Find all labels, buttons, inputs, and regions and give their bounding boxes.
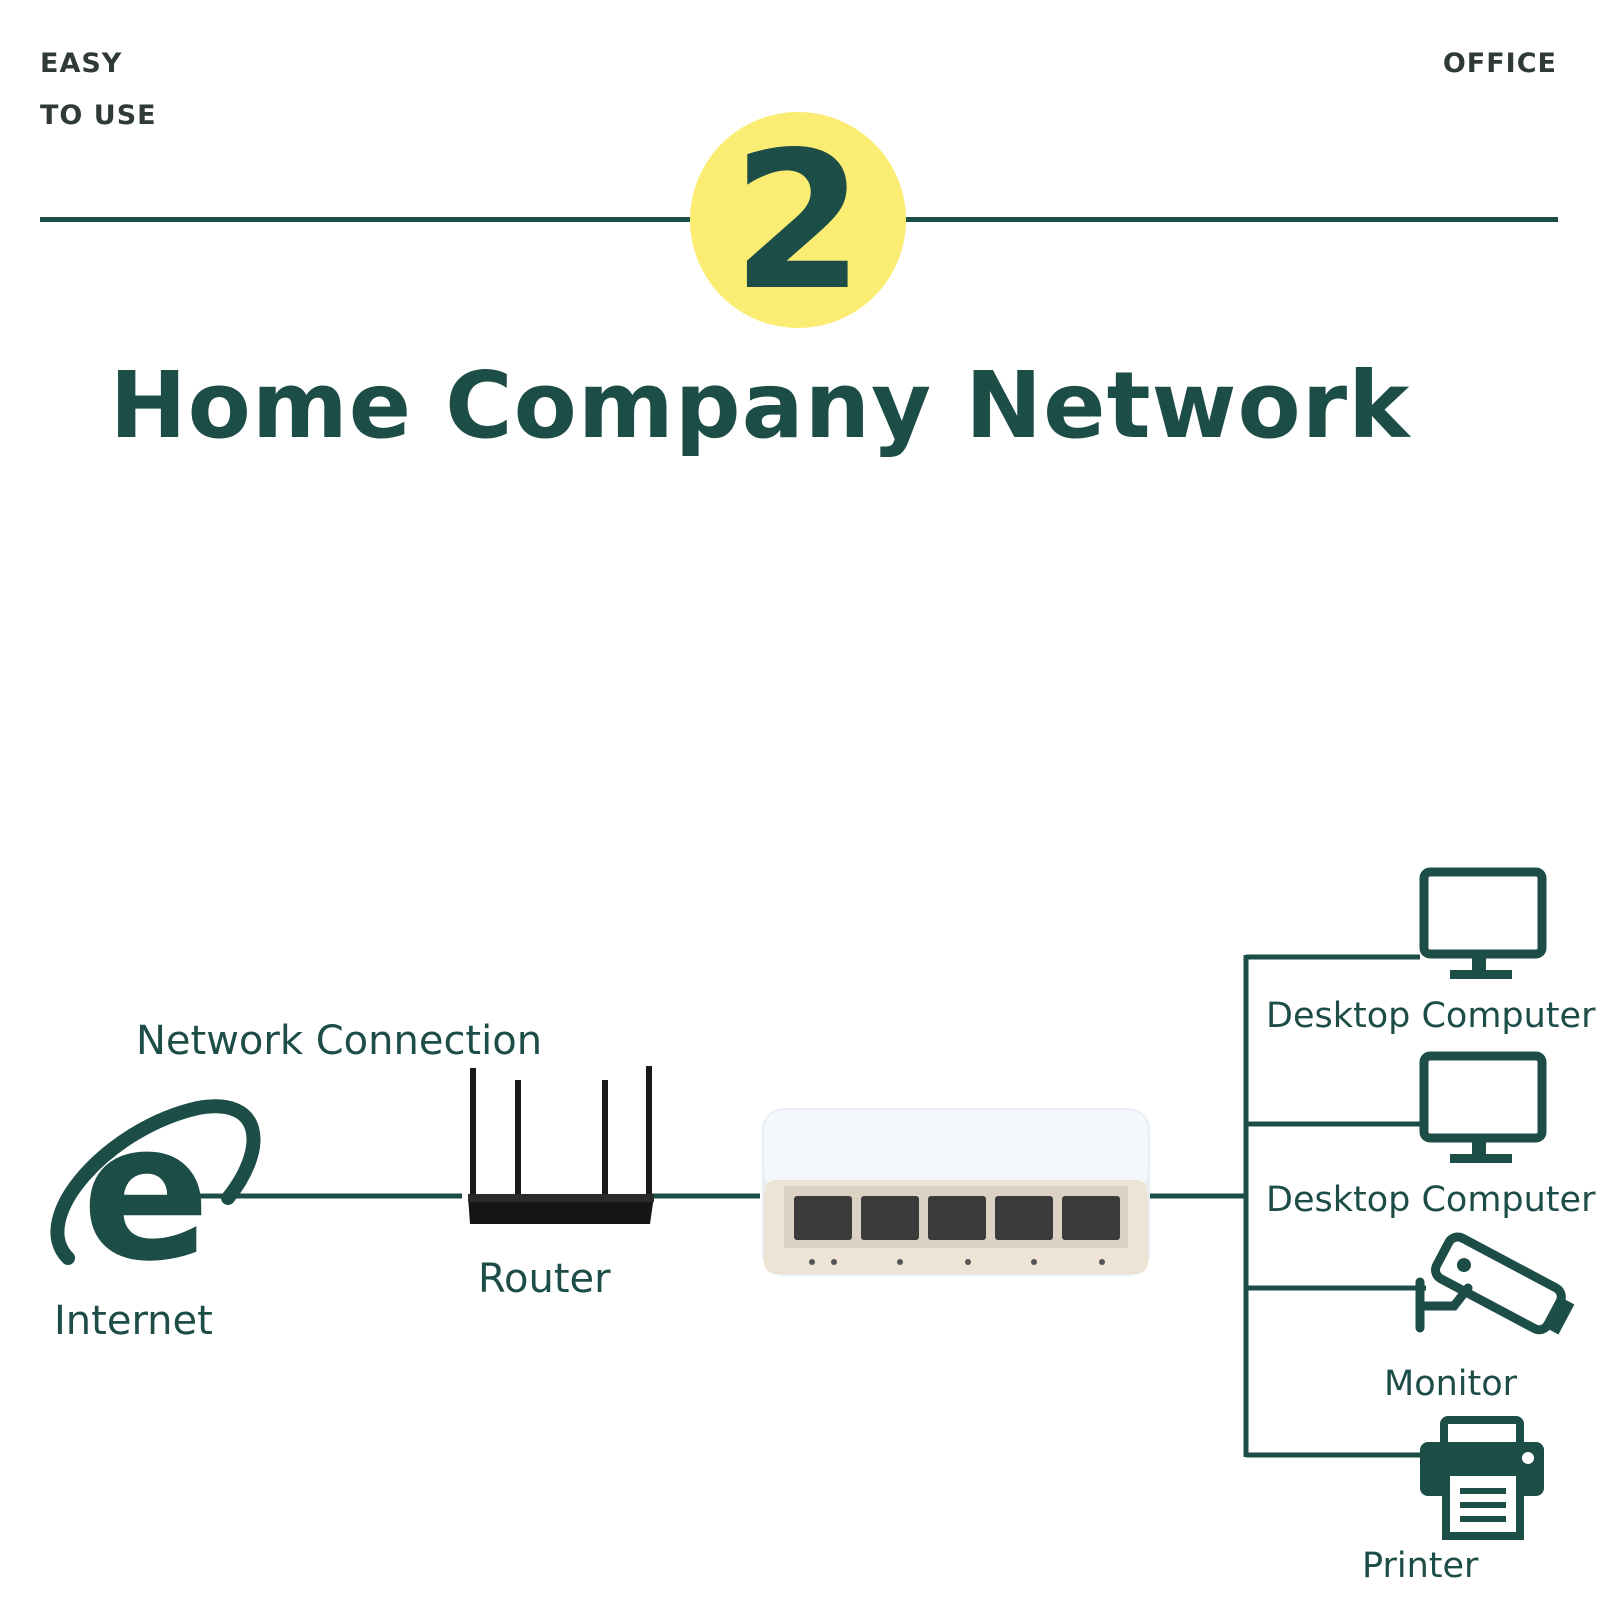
desktop-monitor-icon bbox=[1419, 867, 1547, 979]
header-rule-left bbox=[40, 217, 700, 222]
connection-lines bbox=[200, 954, 1426, 1458]
internet-label: Internet bbox=[54, 1298, 213, 1344]
svg-text:e: e bbox=[82, 1082, 211, 1303]
page-title: Home Company Network bbox=[109, 352, 1411, 459]
to-use-text: TO USE bbox=[40, 100, 157, 131]
desktop-monitor-icon bbox=[1419, 1051, 1547, 1163]
easy-to-use-label: EASY TO USE bbox=[40, 38, 157, 142]
office-label: OFFICE bbox=[1442, 48, 1557, 79]
router-label: Router bbox=[478, 1256, 611, 1302]
network-switch-icon bbox=[762, 1108, 1150, 1276]
easy-text: EASY bbox=[40, 48, 123, 79]
step-number: 2 bbox=[731, 111, 865, 332]
internet-explorer-icon: e bbox=[50, 1082, 261, 1303]
router-icon bbox=[468, 1066, 654, 1224]
header-rule-right bbox=[902, 217, 1558, 222]
printer-icon bbox=[1420, 1416, 1544, 1540]
desktop-computer-label-1: Desktop Computer bbox=[1266, 996, 1596, 1036]
desktop-computer-label-2: Desktop Computer bbox=[1266, 1180, 1596, 1220]
printer-label: Printer bbox=[1362, 1546, 1479, 1586]
security-camera-icon bbox=[1415, 1232, 1575, 1335]
monitor-label: Monitor bbox=[1384, 1364, 1518, 1404]
network-connection-label: Network Connection bbox=[136, 1018, 543, 1064]
step-badge: 2 bbox=[690, 112, 906, 328]
